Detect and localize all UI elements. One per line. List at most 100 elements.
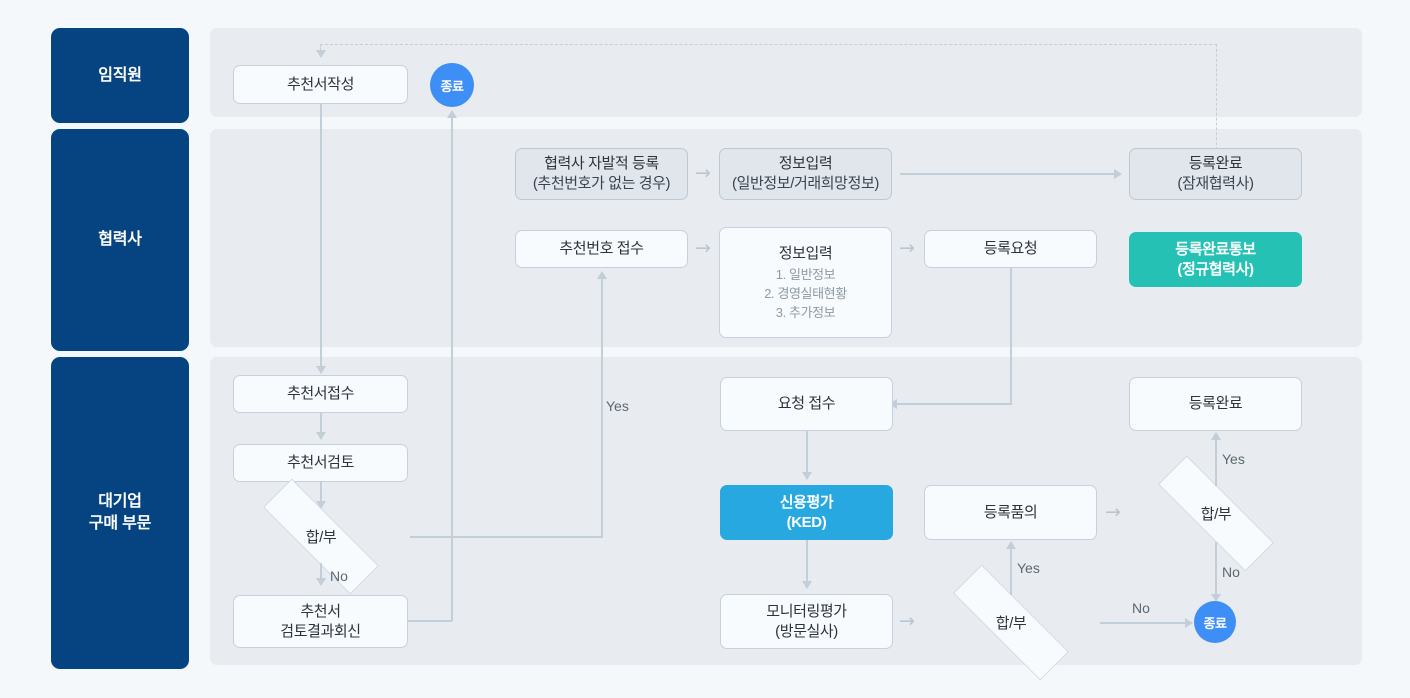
line-monitoring-no [1100, 622, 1188, 624]
node-info-input-general-title: 정보입력 [778, 155, 833, 173]
node-register-done-notify-title: 등록완료통보 [1175, 240, 1256, 258]
node-credit-eval-sub: (KED) [786, 513, 827, 531]
node-recommendation-result-reply[interactable]: 추천서 검토결과회신 [233, 595, 408, 648]
edge-label-no-review: No [330, 568, 348, 584]
node-partner-self-register-sub: (추천번호가 없는 경우) [532, 175, 671, 192]
node-recommendation-review[interactable]: 추천서검토 [233, 444, 408, 482]
node-partner-self-register[interactable]: 협력사 자발적 등록 (추천번호가 없는 경우) [515, 148, 688, 200]
dashed-feedback-drop [320, 44, 321, 54]
line-result-reply-to-end-vertical [451, 115, 453, 621]
node-decision-approval-title: 합/부 [1200, 506, 1232, 523]
line-result-reply-to-end-horizontal [408, 620, 452, 622]
node-register-done-notify-sub: (정규협력사) [1177, 260, 1254, 278]
lane-label-employee: 임직원 [51, 28, 189, 123]
node-decision-approval[interactable]: 합/부 [1129, 455, 1303, 572]
node-end-top-title: 종료 [440, 78, 464, 94]
line-write-to-receive [320, 104, 322, 372]
arrow-monitoring-no [1185, 618, 1193, 628]
edge-label-yes-monitoring: Yes [1017, 560, 1040, 576]
edge-label-yes-review: Yes [606, 398, 629, 414]
line-info-general-to-potential [900, 173, 1118, 175]
node-recommendation-receive[interactable]: 추천서접수 [233, 375, 408, 413]
node-register-request-title: 등록요청 [983, 240, 1038, 258]
node-decision-monitoring[interactable]: 합/부 [924, 564, 1098, 681]
node-partner-self-register-title: 협력사 자발적 등록 [544, 155, 659, 173]
arrow-receive-to-review [316, 432, 326, 440]
lane-label-buyer: 대기업 구매 부문 [51, 357, 189, 669]
arrow-approval-no [1211, 594, 1221, 602]
node-credit-eval-title: 신용평가 [779, 493, 834, 511]
arrow-into-request-receive [889, 399, 897, 409]
line-request-down [1010, 268, 1012, 404]
node-request-receive-title: 요청 접수 [777, 395, 836, 413]
node-monitoring-eval-sub: (방문실사) [775, 622, 838, 640]
node-recommendation-write-title: 추천서작성 [286, 75, 354, 93]
node-info-input-detail-title: 정보입력 [778, 245, 833, 263]
arrow-monitoring-yes [1006, 541, 1016, 549]
dashed-feedback-horizontal [320, 44, 1217, 45]
node-end-top[interactable]: 종료 [430, 63, 474, 107]
line-approval-no [1215, 542, 1217, 598]
chevron-right-icon-monitoring-to-decision: → [899, 610, 915, 632]
node-register-done-notify[interactable]: 등록완료통보 (정규협력사) [1129, 232, 1302, 287]
node-recommendation-receive-title: 추천서접수 [286, 385, 354, 403]
dashed-feedback-vertical [1216, 44, 1217, 150]
node-recommend-no-receipt-title: 추천번호 접수 [559, 240, 644, 258]
node-request-receive[interactable]: 요청 접수 [720, 377, 893, 431]
line-request-left-to-receive [893, 403, 1012, 405]
edge-label-yes-approval: Yes [1222, 451, 1245, 467]
node-decision-review[interactable]: 합/부 [234, 478, 408, 595]
node-recommend-no-receipt[interactable]: 추천번호 접수 [515, 230, 688, 268]
chevron-right-icon-detail-to-request: → [899, 237, 915, 259]
node-info-input-detail-item-1: 1. 일반정보 [775, 267, 836, 283]
arrow-credit-to-monitoring [802, 581, 812, 589]
lane-label-buyer-line1: 대기업 [98, 493, 142, 511]
node-register-done-potential-sub: (잠재협력사) [1177, 175, 1254, 192]
line-approval-yes [1215, 438, 1217, 486]
node-decision-review-title: 합/부 [305, 529, 337, 546]
node-register-done[interactable]: 등록완료 [1129, 377, 1302, 431]
lane-label-employee-text: 임직원 [98, 66, 142, 84]
node-register-done-potential-title: 등록완료 [1188, 155, 1243, 173]
lane-label-partner-text: 협력사 [98, 231, 142, 249]
arrow-review-to-decision [316, 501, 326, 509]
node-register-approval-title: 등록품의 [983, 503, 1038, 521]
node-register-request[interactable]: 등록요청 [924, 230, 1097, 268]
node-decision-monitoring-title: 합/부 [995, 615, 1027, 632]
arrow-review-yes-to-no-receipt [597, 271, 607, 279]
node-recommendation-review-title: 추천서검토 [286, 454, 354, 472]
arrow-info-general-to-potential [1114, 169, 1122, 179]
line-decision-review-no [320, 563, 322, 583]
node-end-bottom[interactable]: 종료 [1194, 601, 1236, 643]
line-credit-to-monitoring [806, 540, 808, 585]
line-monitoring-yes [1010, 547, 1012, 595]
chevron-right-icon-approval-to-decision: → [1105, 501, 1121, 523]
arrow-write-to-receive [316, 366, 326, 374]
node-monitoring-eval[interactable]: 모니터링평가 (방문실사) [720, 594, 893, 649]
node-register-approval[interactable]: 등록품의 [924, 485, 1097, 540]
node-recommendation-result-reply-sub: 검토결과회신 [280, 622, 361, 640]
line-request-receive-to-credit [806, 431, 808, 476]
line-receive-to-review [320, 413, 322, 435]
node-info-input-detail-item-2: 2. 경영실태현황 [764, 285, 847, 301]
line-review-yes-vertical [601, 278, 603, 537]
edge-label-no-monitoring: No [1132, 600, 1150, 616]
node-info-input-general-sub: (일반정보/거래희망정보) [732, 175, 879, 192]
edge-label-no-approval: No [1222, 564, 1240, 580]
node-register-done-title: 등록완료 [1188, 395, 1243, 413]
node-info-input-detail-item-3: 3. 추가정보 [775, 304, 836, 320]
chevron-right-icon-self-register: → [695, 162, 711, 184]
node-end-bottom-title: 종료 [1203, 615, 1227, 631]
arrow-into-end-top [447, 110, 457, 118]
node-credit-eval[interactable]: 신용평가 (KED) [720, 485, 893, 540]
node-recommendation-write[interactable]: 추천서작성 [233, 65, 408, 104]
chevron-right-icon-no-receipt: → [695, 237, 711, 259]
dashed-feedback-arrowhead [316, 50, 326, 58]
node-info-input-general[interactable]: 정보입력 (일반정보/거래희망정보) [719, 148, 892, 200]
arrow-approval-yes [1211, 432, 1221, 440]
node-info-input-detail[interactable]: 정보입력 1. 일반정보 2. 경영실태현황 3. 추가정보 [719, 227, 892, 338]
line-review-to-decision [320, 482, 322, 504]
node-register-done-potential[interactable]: 등록완료 (잠재협력사) [1129, 148, 1302, 200]
node-recommendation-result-reply-title: 추천서 [300, 602, 341, 620]
